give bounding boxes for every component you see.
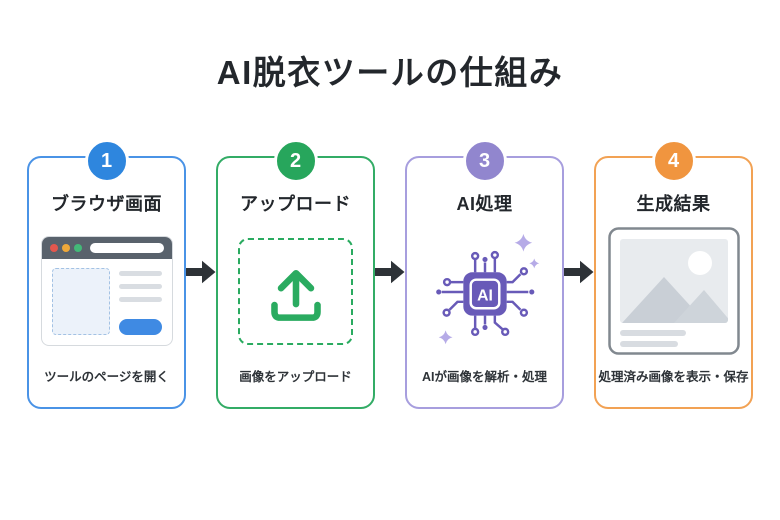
text-line — [619, 341, 678, 347]
step-label: 生成結果 — [636, 194, 711, 214]
address-bar — [89, 243, 164, 253]
step-icon-zone — [598, 216, 749, 366]
browser-content — [42, 259, 172, 345]
text-line — [118, 271, 162, 276]
text-line — [118, 297, 162, 302]
browser-window-icon — [40, 236, 173, 346]
step-card-browser: 1 ブラウザ画面 — [27, 139, 186, 409]
step-caption: AIが画像を解析・処理 — [421, 370, 547, 384]
step-card-result: 4 生成結果 処理済み画像を表示・保存 — [594, 139, 753, 409]
steps-row: 1 ブラウザ画面 — [0, 139, 780, 409]
image-result-icon — [607, 227, 740, 355]
step-caption: 処理済み画像を表示・保存 — [598, 370, 749, 384]
browser-text-column — [118, 268, 162, 335]
step-caption: ツールのページを開く — [44, 370, 169, 384]
step-number: 4 — [667, 149, 680, 172]
step-card-upload: 2 アップロード 画像をアップロード — [216, 139, 375, 409]
flow-arrow — [564, 257, 594, 287]
step-icon-zone — [220, 216, 371, 366]
step-label: AI処理 — [456, 194, 513, 214]
right-arrow-icon — [186, 260, 216, 284]
step-number: 1 — [100, 149, 113, 172]
upload-dropzone — [238, 237, 353, 345]
step-caption: 画像をアップロード — [239, 370, 352, 384]
flow-arrow — [375, 257, 405, 287]
flow-arrow — [186, 257, 216, 287]
sparkle-icon — [438, 233, 539, 345]
ai-chip-icon: AI — [435, 233, 539, 345]
step-number-badge: 3 — [462, 139, 507, 183]
upload-icon — [270, 269, 321, 321]
cta-button-illustration — [118, 319, 162, 335]
text-line — [619, 330, 686, 336]
step-number-badge: 2 — [273, 139, 318, 183]
traffic-light-yellow-icon — [61, 244, 70, 252]
step-number: 3 — [478, 149, 491, 172]
step-number-badge: 1 — [84, 139, 129, 183]
sun-icon — [687, 251, 712, 275]
traffic-light-red-icon — [49, 244, 58, 252]
image-drop-placeholder — [51, 268, 110, 335]
step-number-badge: 4 — [651, 139, 696, 183]
mountains-icon — [621, 277, 728, 323]
chip-traces — [435, 250, 534, 337]
step-card-ai-processing: 3 AI処理 — [405, 139, 564, 409]
step-label: ブラウザ画面 — [51, 194, 162, 214]
text-line — [118, 284, 162, 289]
chip-label: AI — [477, 287, 493, 304]
chip-body — [462, 272, 507, 316]
step-label: アップロード — [240, 194, 351, 214]
right-arrow-icon — [564, 260, 594, 284]
chip-inner-frame — [468, 278, 501, 310]
right-arrow-icon — [375, 260, 405, 284]
page-title: AI脱衣ツールの仕組み — [216, 54, 564, 91]
step-icon-zone: AI — [409, 216, 560, 366]
traffic-light-green-icon — [73, 244, 82, 252]
step-icon-zone — [31, 216, 182, 366]
step-number: 2 — [289, 149, 302, 172]
browser-titlebar — [41, 237, 172, 259]
